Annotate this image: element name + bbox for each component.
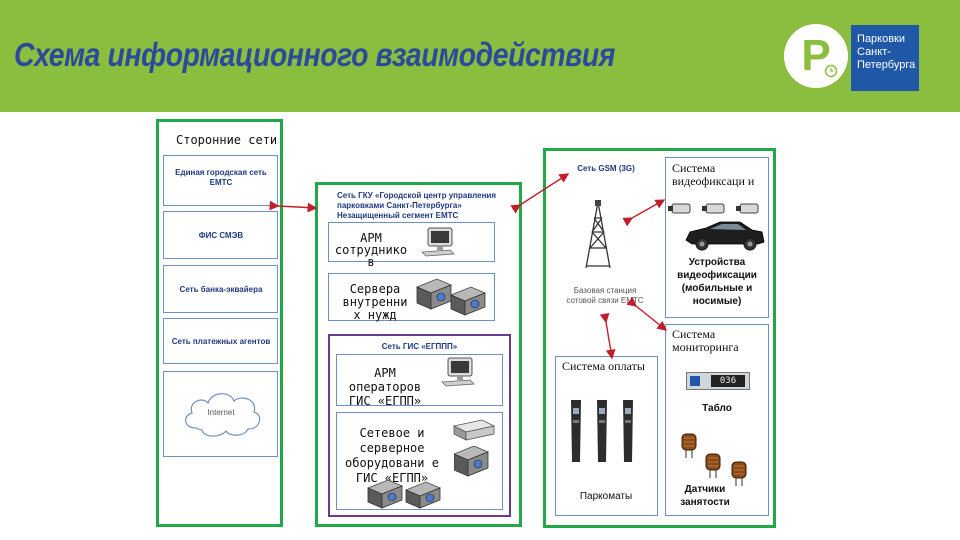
- arm-operators-label: АРМ операторов ГИС «ЕГПП»: [348, 366, 422, 408]
- emts-city-network-box: [163, 155, 278, 206]
- emts-city-network-label: Единая городская сеть ЕМТС: [175, 168, 267, 187]
- video-system-title: Система видеофиксаци и: [672, 161, 755, 188]
- logo-line-2: Санкт-: [857, 46, 891, 58]
- payment-system-title: Система оплаты: [562, 359, 645, 373]
- parkomats-label: Паркоматы: [579, 491, 633, 502]
- arrow-station-to-payment: [599, 312, 616, 360]
- servers-icon: [415, 278, 487, 316]
- arrow-gsm-to-video: [622, 199, 666, 227]
- tablo-device: 036: [686, 372, 750, 390]
- tablo-label: Табло: [702, 403, 732, 414]
- logo-circle: [784, 24, 848, 88]
- gis-equipment-label: Сетевое и серверное оборудовани е ГИС «Е…: [345, 426, 439, 485]
- logo-clock-icon: [824, 64, 838, 78]
- logo-text-box: Парковки Санкт- Петербурга: [851, 25, 919, 91]
- cell-tower-icon: [585, 200, 611, 269]
- gis-network-title: Сеть ГИС «ЕГППП»: [381, 342, 458, 351]
- operator-computer-icon: [441, 357, 475, 387]
- parking-meters-icon: [571, 400, 633, 462]
- computer-icon: [421, 227, 455, 257]
- internet-label: Internet: [207, 408, 235, 417]
- gku-network-title: Сеть ГКУ «Городской центр управления пар…: [337, 191, 496, 220]
- arrow-station-to-monitoring: [626, 296, 668, 331]
- smev-label: ФИС СМЭВ: [198, 231, 244, 240]
- car-icon: [685, 221, 765, 251]
- tablo-parking-icon: [690, 376, 700, 386]
- arrow-third-party-to-gku: [269, 200, 318, 213]
- payment-agents-box: [163, 318, 278, 364]
- acquirer-bank-label: Сеть банка-эквайера: [179, 285, 263, 294]
- monitoring-system-title: Система мониторинга: [672, 327, 739, 354]
- page-title: Схема информационного взаимодействия: [14, 36, 616, 73]
- gis-server-icon-1: [454, 446, 490, 477]
- arm-staff-box: [328, 222, 495, 262]
- logo-line-1: Парковки: [857, 33, 905, 45]
- base-station-label: Базовая станция сотовой связи ЕМТС: [566, 286, 644, 305]
- third-party-networks-panel: [156, 119, 283, 527]
- gis-network-panel: [328, 334, 511, 517]
- gku-network-panel: [315, 182, 522, 527]
- occupancy-sensors-icon: [681, 433, 747, 486]
- gis-servers-icon: [366, 479, 442, 509]
- video-cameras-icon: [668, 203, 759, 214]
- third-party-networks-title: Сторонние сети: [176, 133, 278, 147]
- devices-panel: [543, 148, 776, 528]
- sensors-label: Датчики занятости: [680, 484, 730, 508]
- arm-staff-label: АРМ сотруднико в: [334, 231, 408, 269]
- arrow-gku-to-gsm: [510, 173, 570, 214]
- smev-box: [163, 211, 278, 259]
- internet-cloud-icon: [185, 393, 261, 437]
- payment-agents-label: Сеть платежных агентов: [171, 337, 271, 346]
- video-devices-label: Устройства видеофиксации (мобильные и но…: [677, 257, 757, 307]
- logo-line-3: Петербурга: [857, 59, 916, 71]
- monitoring-system-box: [665, 324, 769, 516]
- internal-servers-label: Сервера внутренни х нужд: [342, 282, 408, 322]
- acquirer-bank-box: [163, 265, 278, 313]
- arm-operators-box: [336, 354, 503, 406]
- gsm-label: Сеть GSM (3G): [577, 164, 635, 173]
- tablo-display: 036: [711, 375, 745, 387]
- network-switch-icon: [452, 419, 496, 441]
